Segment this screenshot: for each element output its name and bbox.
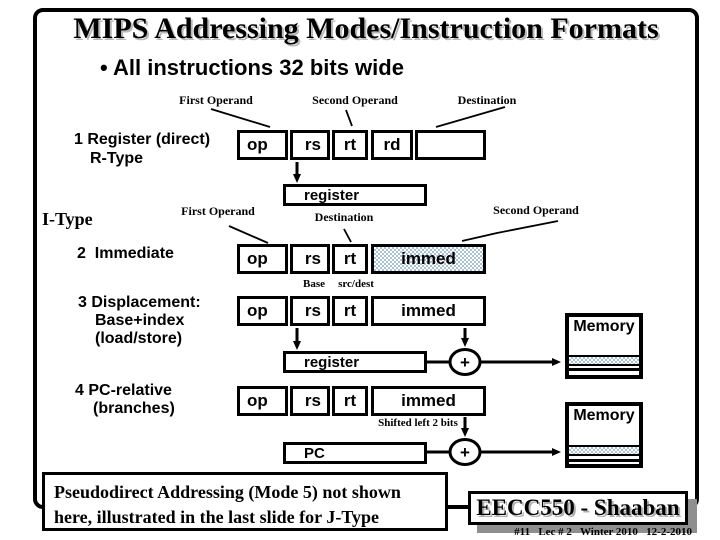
note-line-1: Pseudodirect Addressing (Mode 5) not sho… [54,482,401,502]
field-rt-r4: rt [332,386,368,416]
memory-label-1: Memory [573,318,635,335]
pc-box: PC [283,442,427,464]
label-base: Base [303,278,325,290]
course-badge: EECC550 - Shaaban [468,491,688,525]
field-op-r1: op [237,130,288,160]
slide-info-footer: #11 Lec # 2 Winter 2010 12-2-2010 [514,526,692,538]
mode3-title: 3 Displacement: [78,294,201,311]
mode1-subtitle: R-Type [90,150,144,167]
label-second-operand-r2: Second Operand [493,203,579,217]
field-rt-r2: rt [332,244,368,274]
mode1-title: 1 Register (direct) [74,131,211,148]
field-immed-r4: immed [371,386,486,416]
memory-cell-line-2 [569,459,639,462]
label-second-operand-r1: Second Operand [312,93,398,107]
mode4-subtitle: (branches) [93,400,175,417]
field-op-r4: op [237,386,288,416]
memory-cell-line-1 [569,368,639,371]
mode3-subtitle2: (load/store) [95,330,183,347]
field-op-r3: op [237,296,288,326]
field-op-r2: op [237,244,288,274]
field-rs-r4: rs [290,386,330,416]
field-rs-r2: rs [290,244,330,274]
mode2-title: 2 Immediate [77,245,174,262]
label-src-dest: src/dest [338,278,374,290]
field-immed-r2: immed [371,244,486,274]
memory-label-2: Memory [573,407,635,424]
field-rd-r1: rd [371,130,413,160]
field-rs-r1: rs [290,130,330,160]
memory-cell-band-1 [569,355,639,366]
field-rt-r1: rt [332,130,368,160]
label-shifted-left: Shifted left 2 bits [378,417,458,429]
note-line-2: here, illustrated in the last slide for … [54,507,379,527]
register-box-r3: register [283,351,427,373]
field-extra-r1 [415,130,486,160]
label-i-type: I-Type [42,209,93,229]
field-rt-r3: rt [332,296,368,326]
page-title: MIPS Addressing Modes/Instruction Format… [73,12,659,45]
pseudodirect-note: Pseudodirect Addressing (Mode 5) not sho… [42,472,448,531]
register-box-r1: register [283,184,427,206]
mode4-title: 4 PC-relative [75,382,172,399]
label-destination-r2: Destination [314,210,374,224]
field-immed-r3: immed [371,296,486,326]
label-first-operand-r2: First Operand [181,204,255,218]
mode3-subtitle: Base+index [95,312,185,329]
subtitle-bullet: • All instructions 32 bits wide [100,55,404,80]
field-rs-r3: rs [290,296,330,326]
label-destination-r1: Destination [457,93,517,107]
memory-box-2: Memory [565,402,643,468]
label-first-operand-r1: First Operand [179,93,253,107]
memory-cell-band-2 [569,445,639,456]
